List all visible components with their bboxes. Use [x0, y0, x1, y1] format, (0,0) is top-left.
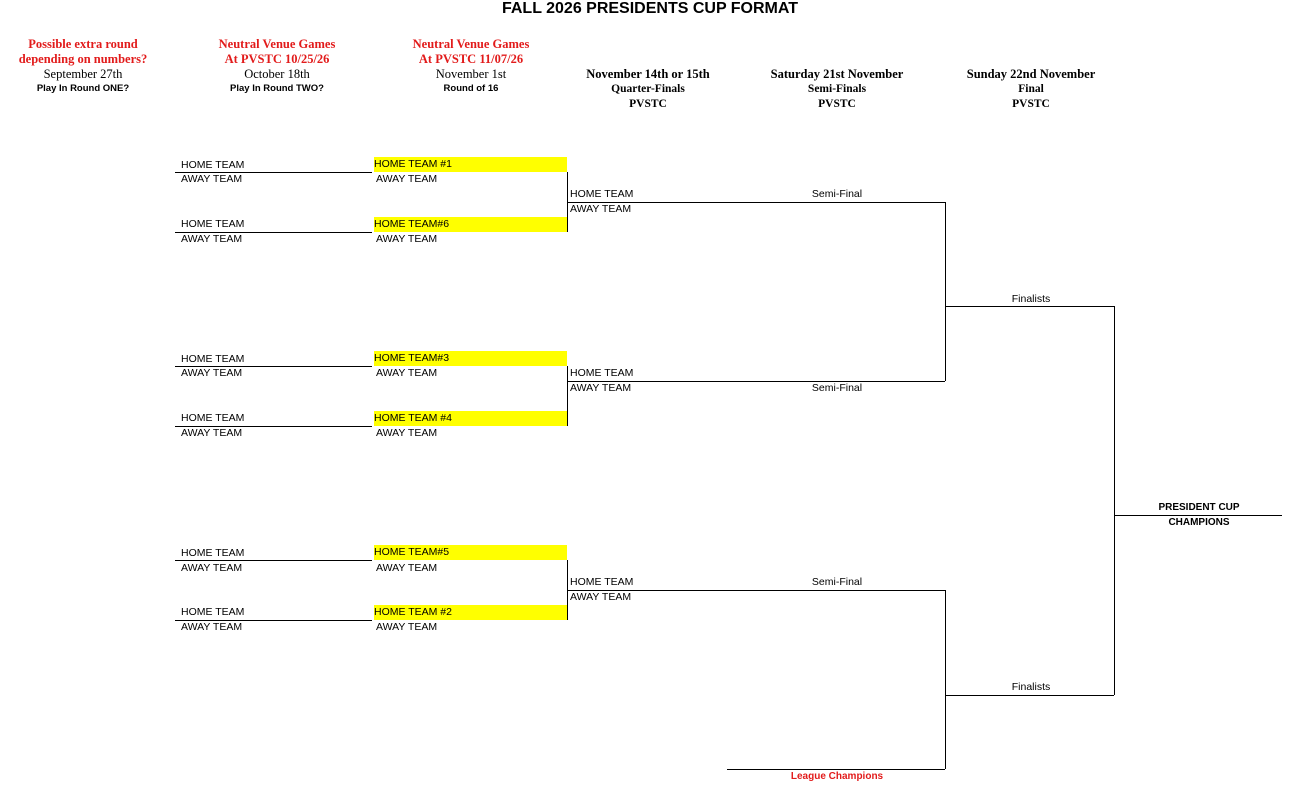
r2-away-team-2: AWAY TEAM	[181, 233, 243, 245]
r16-bracket-2	[567, 366, 568, 426]
header-round: Quarter-Finals	[611, 83, 685, 95]
header-venue: PVSTC	[818, 98, 856, 110]
champion-label-line2: CHAMPIONS	[1168, 517, 1230, 528]
header-round: Play In Round ONE?	[36, 83, 130, 94]
header-date: October 18th	[244, 67, 310, 81]
r16-away-team-2: AWAY TEAM	[376, 233, 438, 245]
finalist-line-2	[945, 695, 1114, 696]
qf-home-team-1: HOME TEAM	[570, 188, 634, 200]
semi-final-label-1: Semi-Final	[811, 188, 863, 200]
r16-away-team-6: AWAY TEAM	[376, 621, 438, 633]
r16-away-team-4: AWAY TEAM	[376, 427, 438, 439]
league-champions-label: League Champions	[790, 771, 884, 782]
r16-home-team-4: HOME TEAM #4	[374, 411, 567, 426]
r2-home-team-6: HOME TEAM	[181, 606, 245, 618]
column-header-semi-finals: Saturday 21st November Semi-Finals PVSTC	[747, 67, 927, 112]
champion-label-line1: PRESIDENT CUP	[1158, 502, 1240, 513]
header-line1: Neutral Venue Games	[412, 37, 530, 51]
r16-home-team-1: HOME TEAM #1	[374, 157, 567, 172]
r16-home-team-2: HOME TEAM#6	[374, 217, 567, 232]
header-date: Sunday 22nd November	[966, 67, 1096, 81]
header-date: September 27th	[43, 67, 123, 81]
r16-home-team-6: HOME TEAM #2	[374, 605, 567, 620]
semi-final-label-2: Semi-Final	[811, 382, 863, 394]
finalists-label-1: Finalists	[1011, 293, 1051, 305]
qf-home-team-2: HOME TEAM	[570, 367, 634, 379]
qf-line-2	[567, 381, 945, 382]
r2-divider-2	[175, 232, 372, 233]
finalist-line-1	[945, 306, 1114, 307]
r2-home-team-5: HOME TEAM	[181, 547, 245, 559]
r2-away-team-6: AWAY TEAM	[181, 621, 243, 633]
header-venue: PVSTC	[629, 98, 667, 110]
r2-home-team-2: HOME TEAM	[181, 218, 245, 230]
header-line2: At PVSTC 10/25/26	[224, 52, 330, 66]
r2-home-team-3: HOME TEAM	[181, 353, 245, 365]
header-date: Saturday 21st November	[770, 67, 904, 81]
r2-away-team-5: AWAY TEAM	[181, 562, 243, 574]
column-header-round-of-16: Neutral Venue Games At PVSTC 11/07/26 No…	[391, 37, 551, 96]
champion-line	[1114, 515, 1282, 516]
r2-divider-5	[175, 560, 372, 561]
qf-away-team-1: AWAY TEAM	[570, 203, 632, 215]
column-header-play-in-one: Possible extra round depending on number…	[3, 37, 163, 96]
semi-final-label-3: Semi-Final	[811, 576, 863, 588]
page-title: FALL 2026 PRESIDENTS CUP FORMAT	[501, 0, 799, 17]
r2-away-team-4: AWAY TEAM	[181, 427, 243, 439]
header-date: November 1st	[435, 67, 507, 81]
sf-bracket-2	[945, 590, 946, 769]
header-line1: Neutral Venue Games	[218, 37, 336, 51]
r16-home-team-5: HOME TEAM#5	[374, 545, 567, 560]
header-round: Play In Round TWO?	[230, 83, 324, 94]
r2-divider-1	[175, 172, 372, 173]
r2-divider-6	[175, 620, 372, 621]
r2-home-team-1: HOME TEAM	[181, 159, 245, 171]
r16-away-team-5: AWAY TEAM	[376, 562, 438, 574]
final-bracket	[1114, 306, 1115, 695]
sf-bracket-1	[945, 202, 946, 381]
r16-home-team-3: HOME TEAM#3	[374, 351, 567, 366]
r2-away-team-1: AWAY TEAM	[181, 173, 243, 185]
r2-away-team-3: AWAY TEAM	[181, 367, 243, 379]
r16-away-team-1: AWAY TEAM	[376, 173, 438, 185]
r2-divider-3	[175, 366, 372, 367]
header-line2: depending on numbers?	[18, 52, 148, 66]
column-header-quarter-finals: November 14th or 15th Quarter-Finals PVS…	[558, 67, 738, 112]
header-line1: Possible extra round	[28, 37, 138, 51]
r2-divider-4	[175, 426, 372, 427]
header-round: Round of 16	[443, 83, 499, 94]
r2-home-team-4: HOME TEAM	[181, 412, 245, 424]
qf-away-team-3: AWAY TEAM	[570, 591, 632, 603]
qf-away-team-2: AWAY TEAM	[570, 382, 632, 394]
column-header-final: Sunday 22nd November Final PVSTC	[941, 67, 1121, 112]
qf-line-1	[567, 202, 945, 203]
qf-home-team-3: HOME TEAM	[570, 576, 634, 588]
header-venue: PVSTC	[1012, 98, 1050, 110]
header-round: Semi-Finals	[807, 83, 867, 95]
column-header-play-in-two: Neutral Venue Games At PVSTC 10/25/26 Oc…	[197, 37, 357, 96]
qf-line-3	[567, 590, 945, 591]
header-round: Final	[1018, 83, 1044, 95]
header-line2: At PVSTC 11/07/26	[418, 52, 524, 66]
finalists-label-2: Finalists	[1011, 681, 1051, 693]
league-champions-line	[727, 769, 945, 770]
header-date: November 14th or 15th	[586, 67, 710, 81]
r16-away-team-3: AWAY TEAM	[376, 367, 438, 379]
